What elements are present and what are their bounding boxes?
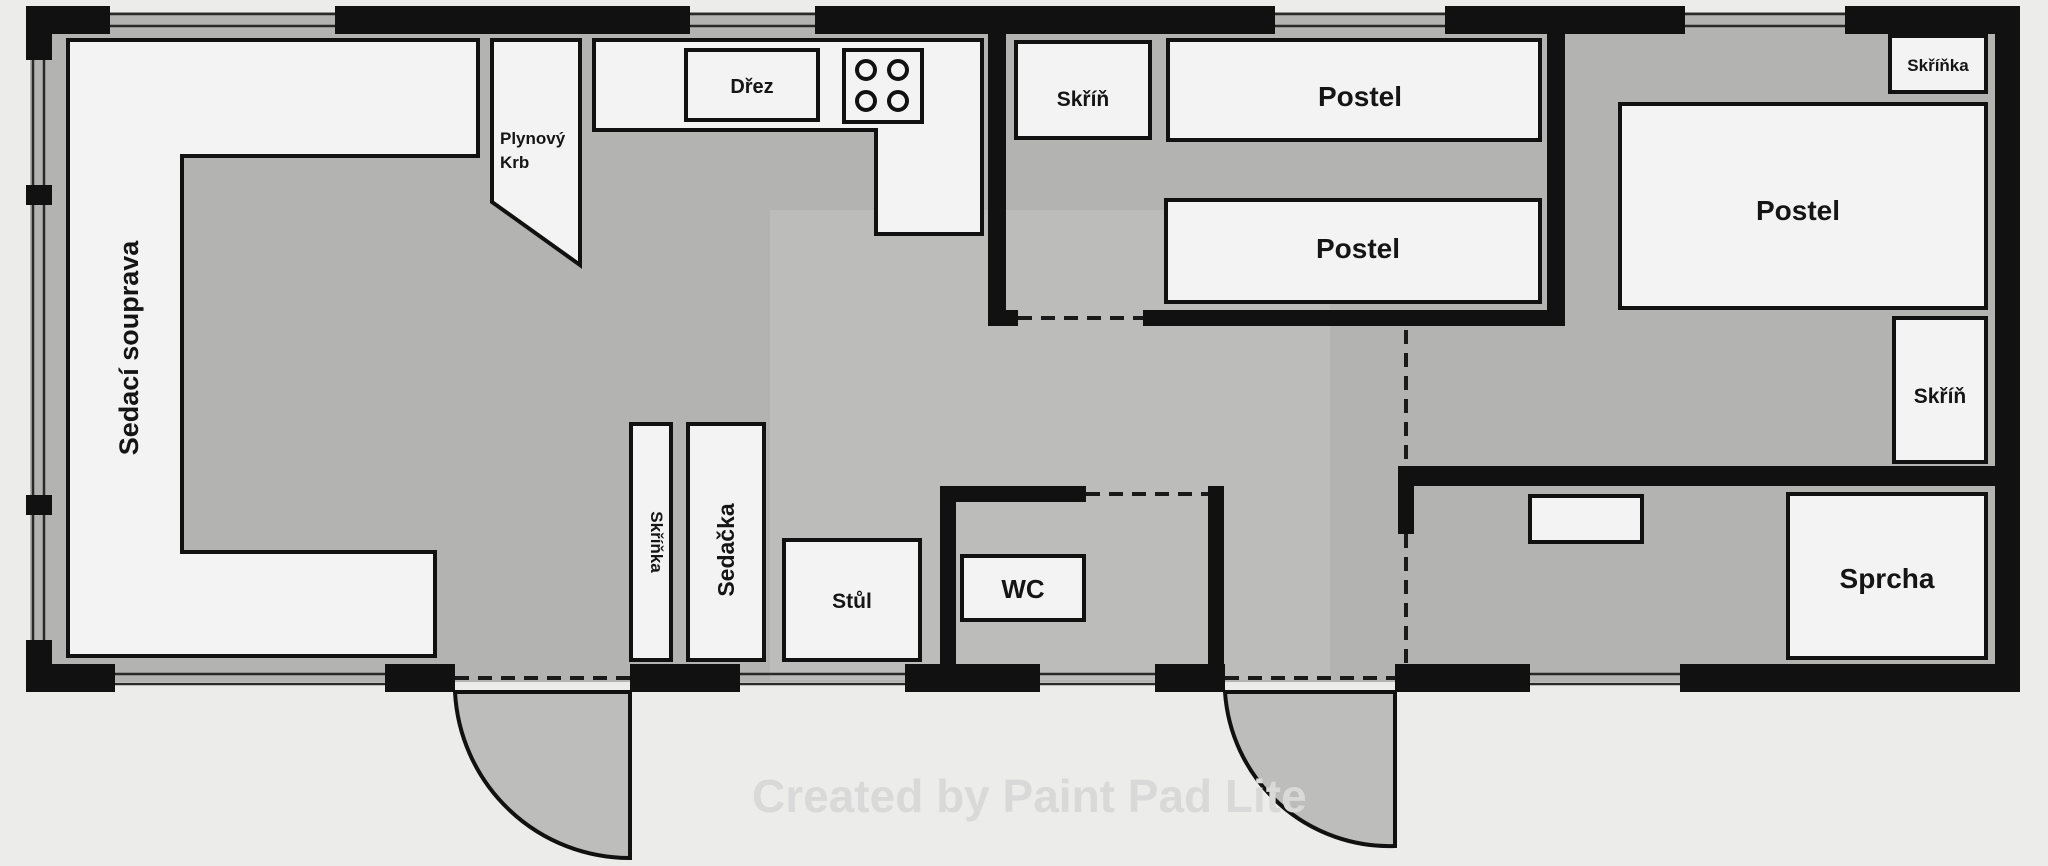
bed-top bbox=[1166, 38, 1542, 142]
bed-large-label: Postel bbox=[1756, 195, 1840, 226]
sink-label: Dřez bbox=[730, 76, 773, 98]
shower-label: Sprcha bbox=[1840, 563, 1935, 594]
dining-cabinet bbox=[629, 422, 673, 662]
gas-fireplace bbox=[490, 38, 582, 269]
sink bbox=[684, 48, 820, 122]
interior-walls bbox=[940, 26, 2004, 676]
door-openings bbox=[455, 316, 1408, 680]
sofa-l-shape bbox=[66, 38, 480, 658]
fireplace-label-line1: Plynový bbox=[500, 129, 566, 148]
windows bbox=[31, 12, 1845, 686]
sofa-label: Sedací souprava bbox=[114, 240, 144, 456]
wardrobe-small-bedroom-label: Skříň bbox=[1057, 88, 1110, 111]
bench-label: Sedačka bbox=[713, 503, 739, 597]
wardrobe-large-bedroom bbox=[1892, 316, 1988, 464]
bed-large bbox=[1618, 102, 1988, 310]
wc-label: WC bbox=[1001, 574, 1045, 604]
bench bbox=[686, 422, 766, 662]
bed-bottom-label: Postel bbox=[1316, 233, 1400, 264]
bed-top-label: Postel bbox=[1318, 81, 1402, 112]
stove-icon bbox=[842, 48, 924, 124]
exterior-walls bbox=[26, 6, 2020, 692]
bed-bottom bbox=[1164, 198, 1542, 304]
cabinet-large-bedroom-label: Skříňka bbox=[1907, 56, 1969, 75]
fireplace-label-line2: Krb bbox=[500, 153, 529, 172]
wardrobe-large-bedroom-label: Skříň bbox=[1914, 385, 1967, 408]
entrance-door-left bbox=[452, 690, 632, 861]
watermark: Created by Paint Pad Lite bbox=[752, 770, 1307, 822]
dining-cabinet-label: Skříňka bbox=[647, 511, 666, 573]
wardrobe-small-bedroom bbox=[1014, 40, 1152, 140]
table-label: Stůl bbox=[832, 590, 872, 613]
cabinet-large-bedroom bbox=[1888, 34, 1988, 94]
entrance-door-right bbox=[1222, 690, 1397, 849]
wc-fixture bbox=[960, 554, 1086, 622]
table bbox=[782, 538, 922, 662]
shower bbox=[1786, 492, 1988, 660]
bathroom-sink bbox=[1528, 494, 1644, 544]
